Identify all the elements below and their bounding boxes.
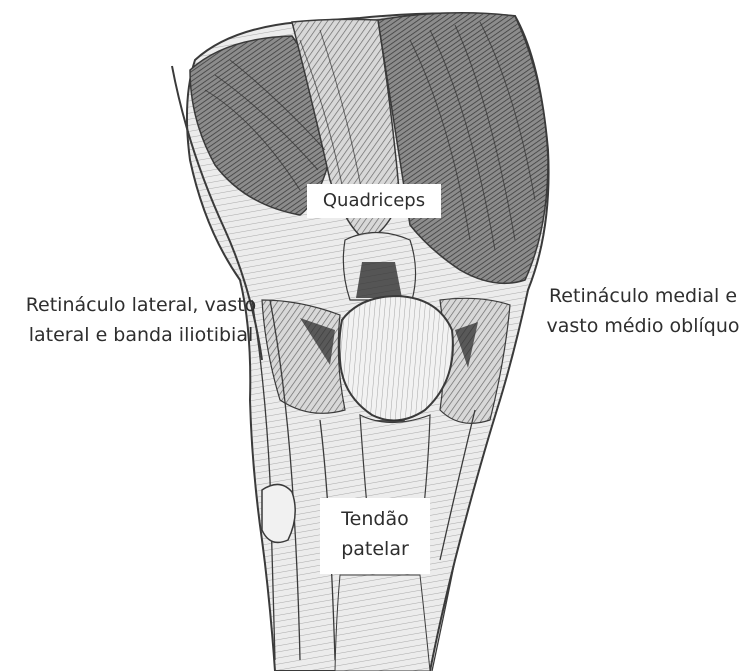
tendon-label-line1: Tendão [320,504,430,534]
quadriceps-label-text: Quadriceps [323,190,425,211]
fibular-head [262,484,295,542]
lateral-label-line1: Retináculo lateral, vasto [6,290,276,320]
suprapatellar-dark [356,262,402,298]
lateral-retinaculum-label: Retináculo lateral, vasto lateral e band… [6,290,276,350]
lateral-label-line2: lateral e banda iliotibial [6,320,276,350]
tendon-label-line2: patelar [320,534,430,564]
medial-retinaculum-label: Retináculo medial e vasto médio oblíquo [533,281,753,341]
tibia-shaft [335,575,430,671]
patellar-tendon-label: Tendão patelar [320,498,430,574]
medial-label-line1: Retináculo medial e [533,281,753,311]
medial-label-line2: vasto médio oblíquo [533,311,753,341]
quadriceps-label: Quadriceps [307,184,441,218]
